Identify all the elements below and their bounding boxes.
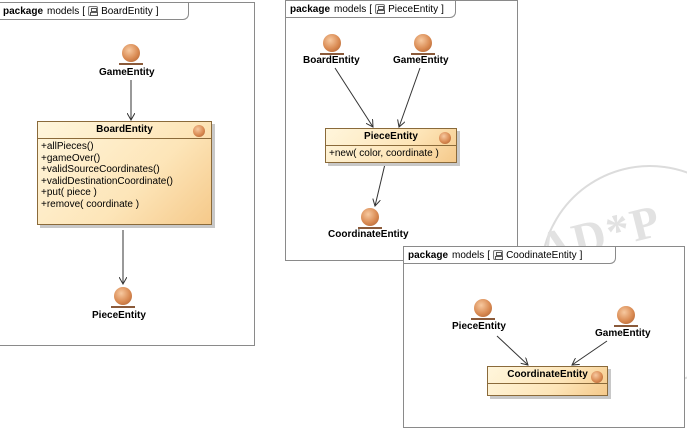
package-bracket-open: [ (369, 3, 373, 15)
operation-valid-source-coordinates: +validSourceCoordinates() (41, 164, 160, 175)
package-element-name: PieceEntity (388, 3, 439, 15)
arrow-gameentity-to-pieceentity (399, 67, 421, 127)
operation-put: +put( piece ) (41, 187, 97, 198)
arrow-boardentity-to-pieceentity-2 (334, 67, 373, 127)
package-bracket-open: [ (82, 5, 86, 17)
class-diagram-icon (493, 250, 504, 260)
piece-entity-class[interactable]: PieceEntity +new( color, coordinate ) (325, 128, 457, 163)
game-entity-label-2: GameEntity (393, 55, 449, 66)
class-name-text: BoardEntity (96, 124, 153, 135)
piece-entity-class-name: PieceEntity (326, 129, 456, 146)
piece-entity-operations: +new( color, coordinate ) (326, 146, 456, 162)
class-name-text: PieceEntity (364, 131, 418, 142)
class-name-text: CoordinateEntity (507, 369, 588, 380)
coordinate-entity-class-name: CoordinateEntity (488, 367, 607, 384)
package-coordinate-entity[interactable]: package models [ CoodinateEntity ] (403, 246, 685, 428)
package-bracket-close: ] (155, 5, 159, 17)
piece-entity-label: PieceEntity (92, 310, 146, 321)
game-entity-icon-3[interactable] (614, 306, 638, 327)
package-bracket-close: ] (579, 249, 583, 261)
game-entity-icon[interactable] (119, 44, 143, 65)
operation-all-pieces: +allPieces() (41, 141, 94, 152)
package-name: models (452, 249, 485, 261)
game-entity-label-3: GameEntity (595, 328, 651, 339)
class-diagram-icon (88, 6, 99, 16)
package-bracket-open: [ (487, 249, 491, 261)
operation-game-over: +gameOver() (41, 152, 101, 164)
package-board-entity-tab[interactable]: package models [ BoardEntity ] (0, 3, 189, 20)
coordinate-entity-class[interactable]: CoordinateEntity (487, 366, 608, 396)
coordinate-entity-label: CoordinateEntity (328, 229, 409, 240)
package-piece-entity-tab[interactable]: package models [ PieceEntity ] (286, 1, 456, 18)
package-coordinate-entity-tab[interactable]: package models [ CoodinateEntity ] (404, 247, 616, 264)
package-element-name: CoodinateEntity (506, 249, 577, 261)
board-entity-class-name: BoardEntity (38, 122, 211, 139)
piece-entity-icon-2[interactable] (471, 299, 495, 320)
package-bracket-close: ] (441, 3, 444, 15)
arrow-gameentity-to-coordinateentity (572, 340, 608, 365)
package-name: models (334, 3, 367, 15)
game-entity-label: GameEntity (99, 67, 155, 78)
piece-entity-icon[interactable] (111, 287, 135, 308)
board-entity-operations: +allPieces() +gameOver() +validSourceCoo… (38, 139, 211, 212)
package-keyword: package (290, 3, 331, 15)
arrow-pieceentity-to-coordinateentity (375, 163, 386, 206)
entity-icon (193, 125, 205, 137)
package-keyword: package (3, 5, 44, 17)
operation-remove: +remove( coordinate ) (41, 198, 140, 210)
operation-new: +new( color, coordinate ) (329, 148, 439, 159)
coordinate-entity-icon[interactable] (358, 208, 382, 229)
package-element-name: BoardEntity (101, 5, 153, 17)
package-name: models (47, 5, 80, 17)
package-keyword: package (408, 249, 449, 261)
game-entity-icon-2[interactable] (411, 34, 435, 55)
board-entity-icon[interactable] (320, 34, 344, 55)
entity-icon (439, 132, 451, 144)
operation-valid-destination-coordinate: +validDestinationCoordinate() (41, 175, 174, 187)
arrow-pieceentity-to-coordinateentity-2 (496, 335, 528, 365)
board-entity-class[interactable]: BoardEntity +allPieces() +gameOver() +va… (37, 121, 212, 225)
piece-entity-label-2: PieceEntity (452, 321, 506, 332)
class-diagram-icon (375, 4, 386, 14)
entity-icon (591, 371, 603, 383)
board-entity-label: BoardEntity (303, 55, 360, 66)
